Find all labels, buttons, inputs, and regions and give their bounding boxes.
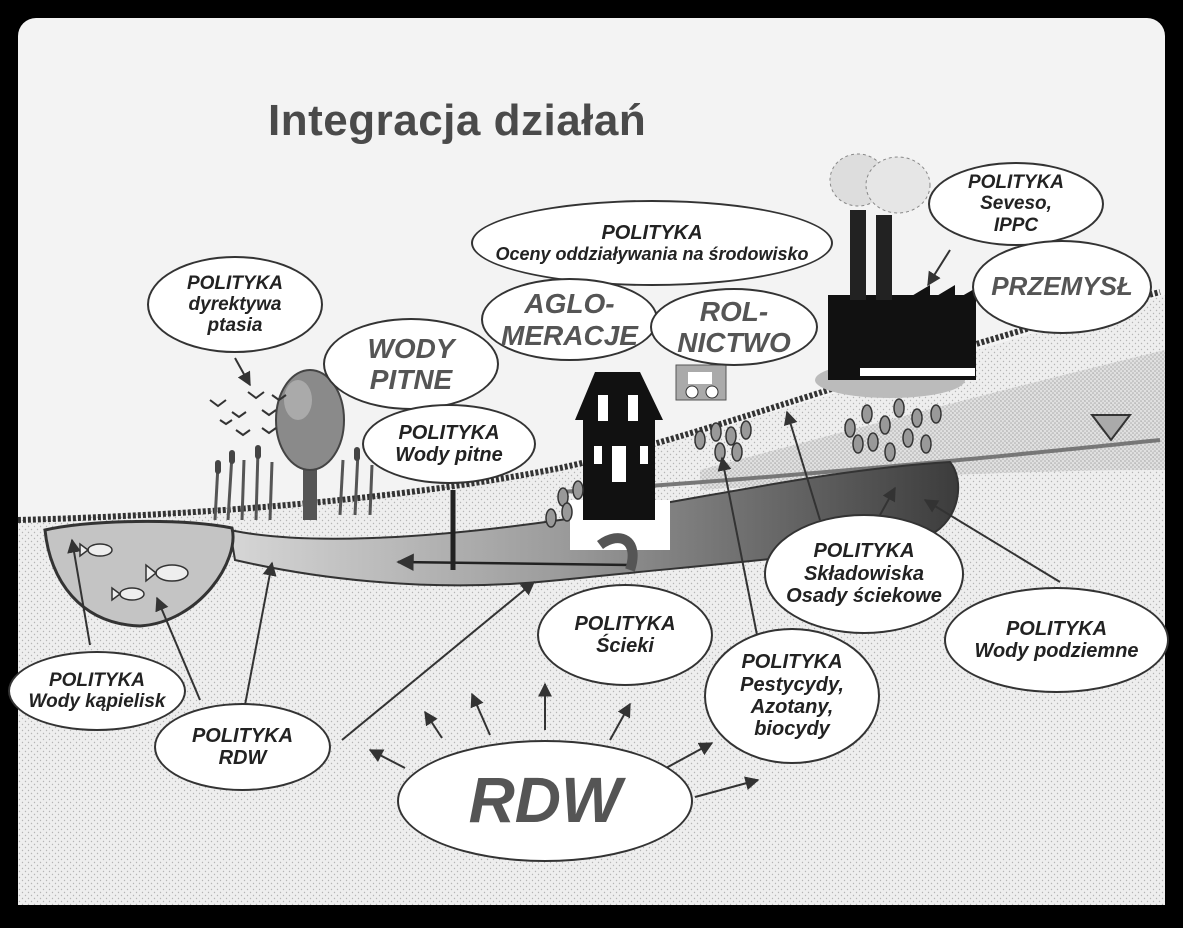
bubble-line: Oceny oddziaływania na środowisko (495, 244, 809, 265)
water-flow-arrow (396, 553, 631, 571)
bubble-line: NICTWO (677, 327, 791, 358)
bubble-line: AGLO- (524, 288, 615, 320)
bubble-line: POLITYKA (574, 612, 676, 635)
bubble-line: RDW (468, 764, 622, 837)
bubble-polityka-rdw: POLITYKA RDW (154, 703, 331, 791)
bubble-line: Pestycydy, (740, 673, 844, 696)
bubble-line: biocydy (754, 718, 830, 741)
bubble-line: POLITYKA (191, 724, 294, 747)
bubble-line: IPPC (993, 214, 1039, 236)
bubble-line: POLITYKA (741, 651, 843, 674)
bubble-line: Azotany, (750, 696, 834, 718)
bubble-line: POLITYKA (186, 272, 284, 294)
bubble-line: ptasia (207, 315, 263, 337)
bubble-dyrektywa-ptasia: POLITYKA dyrektywa ptasia (147, 256, 323, 353)
bubble-oceny-oddzialywania: POLITYKA Oceny oddziaływania na środowis… (471, 200, 833, 286)
bubble-line: dyrektywa (188, 293, 282, 315)
bubble-scieki: POLITYKA Ścieki (537, 584, 713, 686)
tree-icon (275, 369, 345, 520)
bubble-line: POLITYKA (48, 669, 146, 691)
bubble-line: Składowiska (803, 562, 925, 585)
water-table-marker-icon (1089, 414, 1133, 442)
bubble-wody-pitne: WODY PITNE (323, 318, 499, 410)
bubble-line: POLITYKA (967, 172, 1065, 194)
bubble-line: POLITYKA (601, 221, 703, 244)
bubble-line: Seveso, (980, 193, 1052, 215)
bubble-line: RDW (218, 747, 267, 769)
bubble-line: Wody podziemne (974, 640, 1139, 662)
reed-heads-icon (215, 445, 360, 474)
bubble-line: Osady ściekowe (786, 585, 942, 608)
bubble-line: POLITYKA (1005, 617, 1108, 640)
bubble-rdw-main: RDW (397, 740, 693, 862)
tractor-icon (675, 364, 727, 401)
bubble-line: POLITYKA (813, 540, 915, 563)
bubble-line: Ścieki (596, 635, 654, 657)
house-icon (570, 372, 670, 572)
bubble-pestycydy: POLITYKA Pestycydy, Azotany, biocydy (704, 628, 880, 764)
bubble-line: Wody pitne (395, 444, 503, 466)
bubble-przemysl: PRZEMYSŁ (972, 240, 1152, 334)
reeds-icon (213, 449, 374, 521)
bubble-rolnictwo: ROL- NICTWO (650, 288, 818, 366)
bubble-line: PITNE (369, 364, 453, 395)
bubble-wody-kapielisk: POLITYKA Wody kąpielisk (8, 651, 186, 731)
connection-arrows (67, 249, 1061, 798)
bubble-aglomeracje: AGLO- MERACJE (481, 278, 658, 361)
bubble-skladowiska: POLITYKA Składowiska Osady ściekowe (764, 514, 964, 634)
birds-icon (209, 391, 287, 437)
factory-icon (815, 153, 976, 398)
bubble-line: POLITYKA (398, 421, 500, 444)
bubble-line: Wody kąpielisk (28, 691, 166, 712)
bubble-line: PRZEMYSŁ (991, 271, 1133, 302)
bubble-wody-podziemne: POLITYKA Wody podziemne (944, 587, 1169, 693)
bubble-line: WODY (367, 332, 455, 364)
bubble-line: MERACJE (501, 319, 638, 351)
bubble-line: ROL- (699, 295, 769, 327)
bubble-polityka-wody-pitne: POLITYKA Wody pitne (362, 404, 536, 484)
ground-surface-line (17, 289, 1161, 523)
page-title: Integracja działań (268, 96, 647, 145)
bubble-seveso-ippc: POLITYKA Seveso, IPPC (928, 162, 1104, 246)
